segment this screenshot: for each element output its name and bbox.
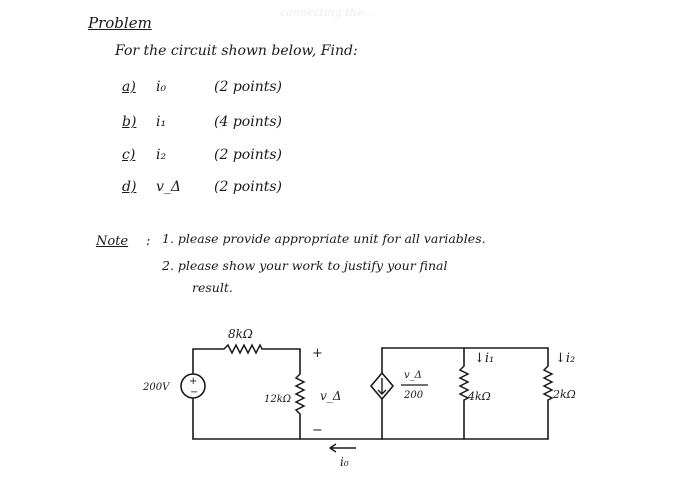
part-row-d: d) v_Δ (2 points): [122, 180, 282, 194]
resistor-2k-label: 2kΩ: [552, 388, 576, 401]
resistor-12k-label: 12kΩ: [264, 394, 291, 405]
resistor-4k-label: 4kΩ: [467, 390, 491, 403]
voltage-source-plus: +: [189, 376, 197, 387]
part-points: (2 points): [214, 179, 282, 195]
i1-label: ↓i₁: [474, 351, 494, 366]
problem-intro: For the circuit shown below, Find:: [115, 43, 358, 59]
note-item-2: 2. please show your work to justify your…: [162, 258, 448, 273]
part-row-a: a) i₀ (2 points): [122, 80, 282, 94]
part-points: (4 points): [214, 114, 282, 130]
voltage-source-label: 200V: [142, 382, 171, 393]
note-separator: :: [146, 234, 151, 249]
dependent-source-numerator: v_Δ: [404, 370, 422, 381]
resistor-8k-label: 8kΩ: [228, 327, 253, 341]
faint-background-text: connecting the...: [280, 6, 374, 19]
note-item-2-continued: result.: [192, 280, 233, 295]
part-letter: c): [122, 147, 136, 163]
part-variable: i₀: [156, 79, 167, 95]
part-letter: b): [122, 114, 137, 130]
part-points: (2 points): [214, 79, 282, 95]
voltage-source-minus: −: [190, 387, 198, 398]
resistor-8k-symbol: [223, 343, 263, 355]
resistor-2k-symbol: [542, 365, 554, 401]
part-variable: i₂: [156, 147, 167, 163]
problem-title: Problem: [88, 14, 152, 32]
dependent-source-arrow-icon: [377, 378, 387, 395]
part-variable: v_Δ: [156, 179, 182, 195]
note-label: Note: [96, 234, 129, 249]
i0-label: i₀: [340, 455, 349, 469]
v-delta-minus: −: [312, 423, 323, 438]
part-variable: i₁: [156, 114, 167, 130]
dependent-source-denominator: 200: [403, 390, 424, 401]
note-item-1: 1. please provide appropriate unit for a…: [162, 231, 486, 246]
v-delta-plus: +: [312, 346, 323, 361]
resistor-4k-symbol: [458, 365, 470, 401]
voltage-source-symbol: [180, 373, 206, 399]
i2-label: ↓i₂: [555, 351, 575, 366]
resistor-12k-symbol: [294, 373, 306, 415]
part-letter: d): [122, 179, 137, 195]
i0-arrow-icon: [328, 443, 356, 453]
part-row-c: c) i₂ (2 points): [122, 148, 282, 162]
part-row-b: b) i₁ (4 points): [122, 115, 282, 129]
v-delta-label: v_Δ: [320, 389, 341, 403]
part-points: (2 points): [214, 147, 282, 163]
part-letter: a): [122, 79, 136, 95]
